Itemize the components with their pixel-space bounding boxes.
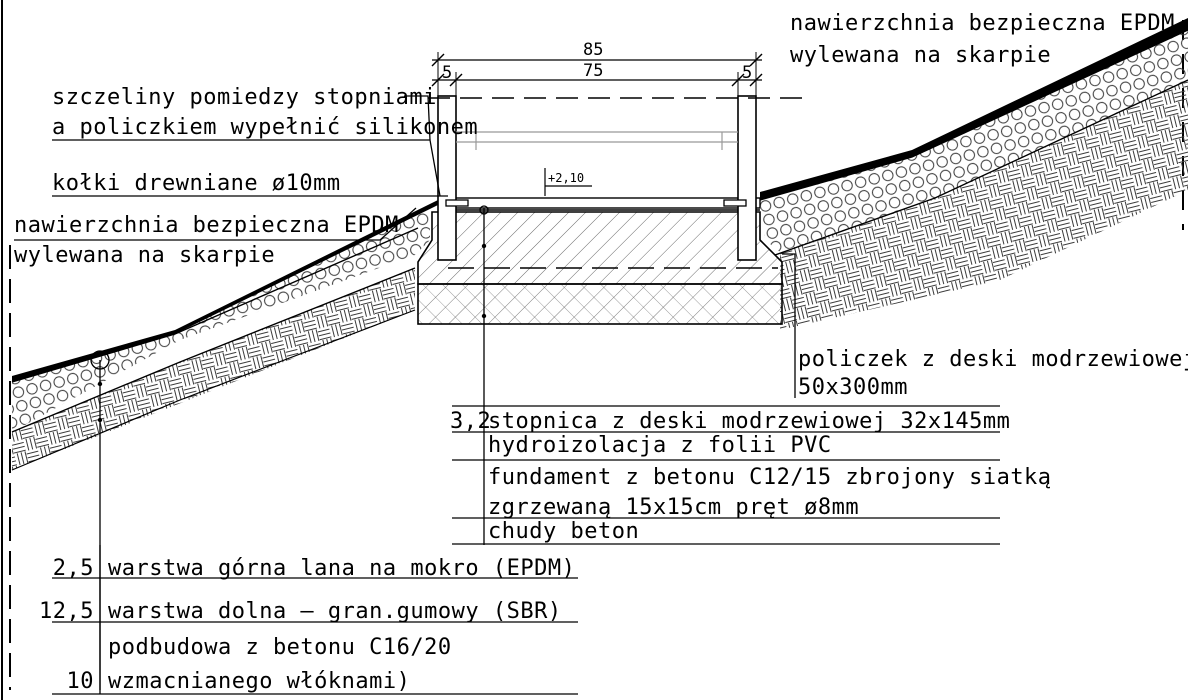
dim-right-post-label: 5 (742, 63, 752, 83)
left-boundary-1 (11, 227, 419, 383)
stringer-left (437, 95, 457, 261)
step-layer-text: stopnica z deski modrzewiowej 32x145mm (488, 409, 1010, 434)
right-surface-layer (760, 18, 1188, 200)
slope-layer-text: podbudowa z betonu C16/20 (108, 635, 452, 660)
top-right-surface-line1: nawierzchnia bezpieczna EPDM (790, 11, 1175, 36)
dim-left-post-label: 5 (442, 63, 452, 83)
right-boundary-1 (759, 29, 1188, 201)
left-boundary-3 (11, 309, 416, 471)
level-label: +2,10 (548, 171, 584, 185)
labels: nawierzchnia bezpieczna EPDM wylewana na… (14, 11, 1188, 400)
leader-slope-circle (90, 350, 110, 370)
step-layer-thickness: 3,2 (450, 409, 491, 434)
slope-layer-text: wzmacnianego włóknami) (108, 669, 410, 694)
leader-step-circle (479, 205, 489, 215)
gaps-line2: a policzkiem wypełnić silikonem (52, 115, 478, 140)
dowel-right (723, 199, 747, 207)
concrete-foundation (417, 211, 783, 285)
leader-dot-1 (481, 243, 487, 249)
slope-layer-text: warstwa górna lana na mokro (EPDM) (108, 556, 575, 581)
gaps-line1: szczeliny pomiedzy stopniami (52, 85, 437, 110)
left-surface-line2: wylewana na skarpie (14, 243, 275, 268)
lean-concrete (417, 283, 783, 325)
leader-dot-3 (97, 381, 103, 387)
leader-dot-2 (481, 313, 487, 319)
right-weave-layer (780, 80, 1188, 330)
left-surface-line1: nawierzchnia bezpieczna EPDM (14, 213, 399, 238)
stringer-right (737, 95, 757, 261)
slope-layer-legend: 2,5 warstwa górna lana na mokro (EPDM) 12,… (39, 545, 578, 695)
step-layer-text: chudy beton (488, 519, 639, 544)
right-slope (759, 18, 1188, 330)
slope-layer-thickness: 12,5 (39, 599, 94, 624)
stringer-line2: 50x300mm (798, 375, 908, 400)
slope-layer-thickness: 2,5 (53, 556, 94, 581)
slope-layer-thickness: 10 (67, 669, 95, 694)
leader-left-surface (14, 207, 417, 241)
step-layer-text: hydroizolacja z folii PVC (488, 433, 832, 458)
step-layer-text: zgrzewaną 15x15cm pręt ø8mm (488, 495, 859, 520)
dim-inner-label: 75 (583, 61, 603, 81)
stringer-line1: policzek z deski modrzewiowej (798, 347, 1188, 372)
left-boundary-2 (11, 267, 416, 433)
top-right-surface-line2: wylewana na skarpie (790, 43, 1051, 68)
dowel-left (445, 199, 469, 207)
leader-stringer (782, 253, 796, 398)
right-boundary-2 (774, 79, 1188, 256)
left-weave-layer (12, 268, 415, 470)
tread-board (439, 197, 761, 209)
left-gravel-layer (12, 205, 430, 432)
step-layer-text: fundament z betonu C12/15 zbrojony siatk… (488, 465, 1052, 490)
slope-layer-text: warstwa dolna – gran.gumowy (SBR) (108, 599, 562, 624)
dimensions: 85 75 5 5 +2,10 (431, 40, 763, 196)
dowels-label: kołki drewniane ø10mm (52, 171, 341, 196)
leader-gaps-top (404, 95, 431, 141)
right-gravel-layer (760, 30, 1188, 252)
dim-total-label: 85 (583, 40, 603, 60)
leader-dot-4 (97, 417, 103, 423)
left-slope (11, 200, 438, 471)
step-foundation (417, 95, 808, 325)
